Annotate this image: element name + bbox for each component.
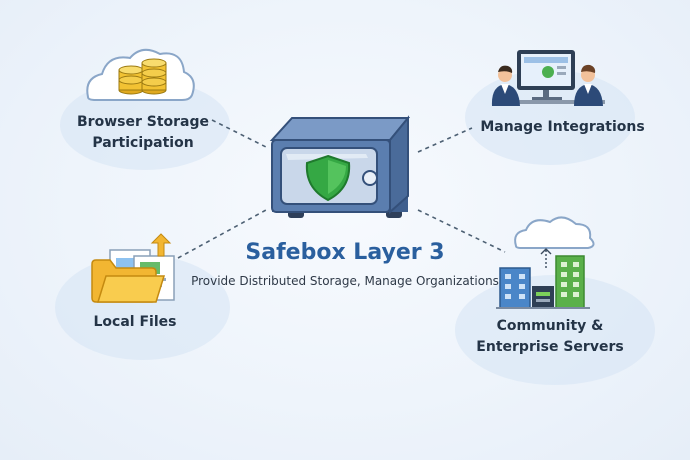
connector-servers: [417, 209, 506, 253]
connector-integrations: [417, 127, 473, 153]
local-files-label: Local Files: [93, 314, 177, 330]
servers-label: Community & Enterprise Servers: [465, 316, 635, 358]
integrations-label: Manage Integrations: [480, 119, 645, 135]
connector-lines: [177, 119, 506, 259]
browser-storage-line1: Browser Storage: [77, 114, 209, 130]
browser-storage-line2: Participation: [92, 135, 194, 151]
connector-browser-storage: [211, 119, 269, 149]
center-title: Safebox Layer 3: [245, 240, 445, 265]
folder-icon: [91, 233, 175, 303]
meeting-icon: [491, 50, 605, 106]
connector-local-files: [177, 209, 267, 259]
center-subtitle: Provide Distributed Storage, Manage Orga…: [191, 274, 499, 288]
coins-cloud-icon: [86, 48, 195, 101]
browser-storage-label: Browser Storage Participation: [62, 112, 224, 154]
servers-line1: Community &: [496, 318, 604, 334]
background-blob: [455, 275, 655, 385]
servers-line2: Enterprise Servers: [476, 339, 624, 355]
safe-icon: [269, 115, 411, 218]
servers-icon: [496, 216, 595, 309]
